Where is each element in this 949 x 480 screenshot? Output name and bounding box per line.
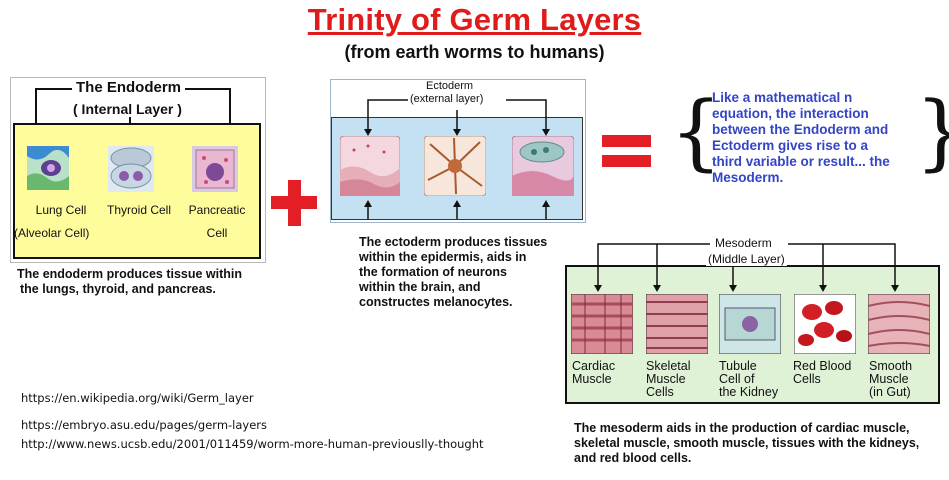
equation-line1: Like a mathematical n [712,90,853,105]
right-brace: } [915,92,949,174]
ectoderm-caption-line4: within the brain, and [359,280,481,294]
red-blood-cells-image [794,294,856,354]
equals-sign-bottom [602,155,651,167]
mesoderm-caption-line1: The mesoderm aids in the production of c… [574,421,910,435]
plus-sign-vertical [288,180,301,226]
cardiac-muscle-label: Cardiac Muscle [572,360,615,386]
skeletal-label-line1: Skeletal [646,359,691,373]
ectoderm-bracket-arrows [364,99,550,219]
reference-link-ucsb[interactable]: http://www.news.ucsb.edu/2001/011459/wor… [21,437,484,451]
skeletal-muscle-label: Skeletal Muscle Cells [646,360,690,399]
thyroid-cell-image [108,146,154,192]
lung-cell-label: Lung Cell [35,203,87,217]
equals-sign-top [602,135,651,147]
tubule-label-line2: Cell of [719,372,755,386]
ectoderm-heading: Ectoderm [426,80,474,92]
endoderm-caption-line1: The endoderm produces tissue within [17,267,243,281]
left-brace: { [670,85,723,180]
equation-line5: third variable or result... the [712,154,890,169]
mesoderm-subheading: (Middle Layer) [706,252,787,266]
cardiac-muscle-image [571,294,633,354]
skeletal-label-line2: Muscle [646,372,686,386]
page-subtitle: (from earth worms to humans) [344,42,605,62]
equation-line6: Mesoderm. [712,170,784,185]
mesoderm-bracket-arrows [594,243,899,292]
reference-link-wikipedia[interactable]: https://en.wikipedia.org/wiki/Germ_layer [21,391,254,405]
mesoderm-heading: Mesoderm [713,236,774,250]
pancreatic-cell-label-sub: Cell [206,226,228,240]
red-blood-cells-label: Red Blood Cells [793,360,851,386]
cardiac-label-line1: Cardiac [572,359,616,373]
smooth-muscle-image [868,294,930,354]
kidney-tubule-cell-image [719,294,781,354]
equation-line3: between the Endoderm and [712,122,889,137]
smooth-label-line3: (in Gut) [869,385,911,399]
rbc-label-line1: Red Blood [793,359,852,373]
neuron-image [424,136,486,196]
skeletal-muscle-image [646,294,708,354]
tubule-label-line1: Tubule [719,359,757,373]
ectoderm-caption-line1: The ectoderm produces tissues [359,235,548,249]
thyroid-cell-label: Thyroid Cell [106,203,172,217]
melanocyte-image [512,136,574,196]
lung-cell-label-sub: (Alveolar Cell) [14,226,90,240]
equation-line4: Ectoderm gives rise to a [712,138,869,153]
mesoderm-caption-line3: and red blood cells. [574,451,692,465]
epidermis-image [340,136,400,196]
equation-explanation: Like a mathematical n equation, the inte… [712,90,917,186]
rbc-label-line2: Cells [793,372,821,386]
kidney-tubule-label: Tubule Cell of the Kidney [719,360,778,399]
lung-cell-image [27,146,69,190]
equation-line2: equation, the interaction [712,106,869,121]
pancreatic-cell-label: Pancreatic [188,203,246,217]
mesoderm-caption-line2: skeletal muscle, smooth muscle, tissues … [574,436,920,450]
tubule-label-line3: the Kidney [719,385,779,399]
smooth-label-line2: Muscle [869,372,909,386]
reference-link-embryo[interactable]: https://embryo.asu.edu/pages/germ-layers [21,418,268,432]
pancreatic-cell-image [192,146,238,192]
smooth-label-line1: Smooth [869,359,913,373]
page-title: Trinity of Germ Layers [307,2,642,37]
ectoderm-caption-line2: within the epidermis, aids in [359,250,527,264]
endoderm-caption-line2: the lungs, thyroid, and pancreas. [20,282,216,296]
skeletal-label-line3: Cells [646,385,674,399]
ectoderm-caption-line3: the formation of neurons [359,265,507,279]
endoderm-heading: The Endoderm [72,79,186,96]
smooth-muscle-label: Smooth Muscle (in Gut) [869,360,912,399]
cardiac-label-line2: Muscle [572,372,612,386]
ectoderm-caption-line5: constructes melanocytes. [359,295,513,309]
endoderm-subheading: ( Internal Layer ) [69,101,186,117]
ectoderm-subheading: (external layer) [410,93,484,105]
